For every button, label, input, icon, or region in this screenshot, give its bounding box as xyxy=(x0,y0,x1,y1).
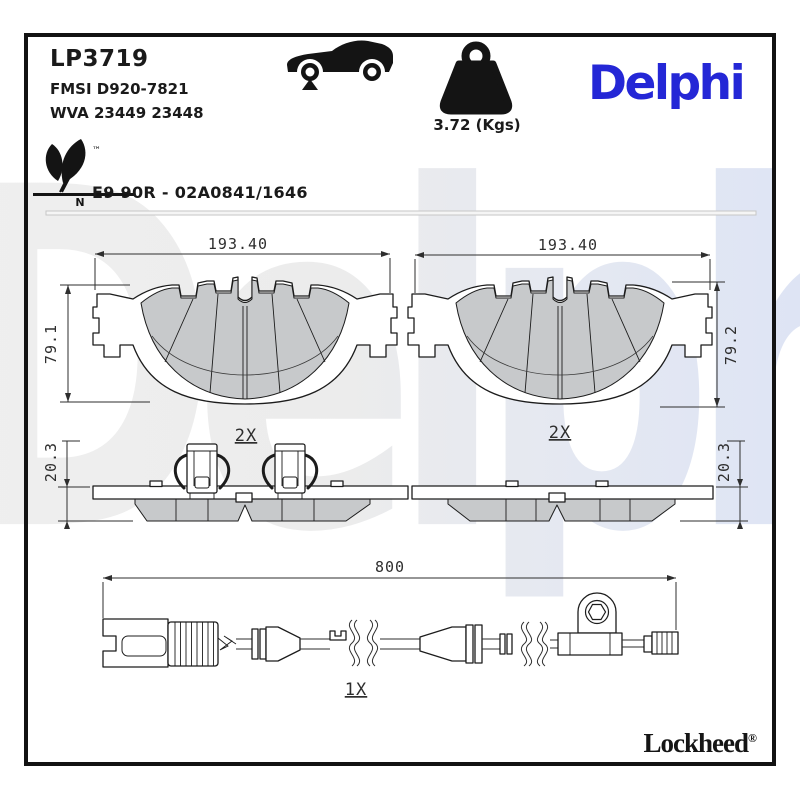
svg-text:79.1: 79.1 xyxy=(42,324,60,364)
width-dim-right: 193.40 xyxy=(414,236,711,293)
svg-text:193.40: 193.40 xyxy=(208,235,268,253)
lockheed-logo: Lockheed® xyxy=(548,728,757,759)
car-front-axle-icon xyxy=(287,40,393,90)
svg-text:193.40: 193.40 xyxy=(538,236,598,254)
front-axle-marker-icon xyxy=(302,79,318,90)
wva-code: WVA 23449 23448 xyxy=(50,104,204,122)
registered-mark: ® xyxy=(748,731,757,745)
pad-front-left-drawing: 193.40 79.1 2X xyxy=(42,235,398,446)
height-dim-right: 79.2 xyxy=(660,281,740,408)
height-dim-left: 79.1 xyxy=(42,284,150,403)
thickness-dim-left: 20.3 xyxy=(42,440,133,529)
thickness-dim-right: 20.3 xyxy=(680,440,748,529)
svg-text:79.2: 79.2 xyxy=(722,325,740,365)
qty-left: 2X xyxy=(235,426,257,446)
svg-text:20.3: 20.3 xyxy=(42,442,60,482)
width-dim-left: 193.40 xyxy=(94,235,391,293)
weight-value: 3.72 (Kgs) xyxy=(433,116,521,134)
pad-side-left-drawing: 20.3 xyxy=(42,440,409,529)
length-dim: 800 xyxy=(102,558,677,630)
tm-mark: ™ xyxy=(92,146,101,156)
sensor-connector xyxy=(102,618,169,668)
qty-sensor: 1X xyxy=(345,680,367,700)
sensor-boot xyxy=(167,621,219,667)
pad-front-right-drawing: 193.40 79.2 2X xyxy=(407,236,740,443)
part-number: LP3719 xyxy=(50,46,149,72)
eco-leaf-icon: N ™ xyxy=(33,139,135,209)
pad-side-right-drawing: 20.3 xyxy=(411,440,748,529)
qty-right: 2X xyxy=(549,423,571,443)
divider-rule xyxy=(45,210,757,216)
approval-number: E9 90R - 02A0841/1646 xyxy=(92,183,308,202)
eco-n-label: N xyxy=(75,196,84,209)
svg-text:800: 800 xyxy=(375,558,405,576)
wear-sensor-drawing: 800 xyxy=(102,558,679,700)
fmsi-code: FMSI D920-7821 xyxy=(50,80,189,98)
lockheed-wordmark: Lockheed xyxy=(643,728,750,758)
weight-icon xyxy=(439,41,513,115)
delphi-logo: Delphi xyxy=(588,56,746,111)
sensor-tip xyxy=(651,631,679,655)
svg-text:20.3: 20.3 xyxy=(715,442,733,482)
